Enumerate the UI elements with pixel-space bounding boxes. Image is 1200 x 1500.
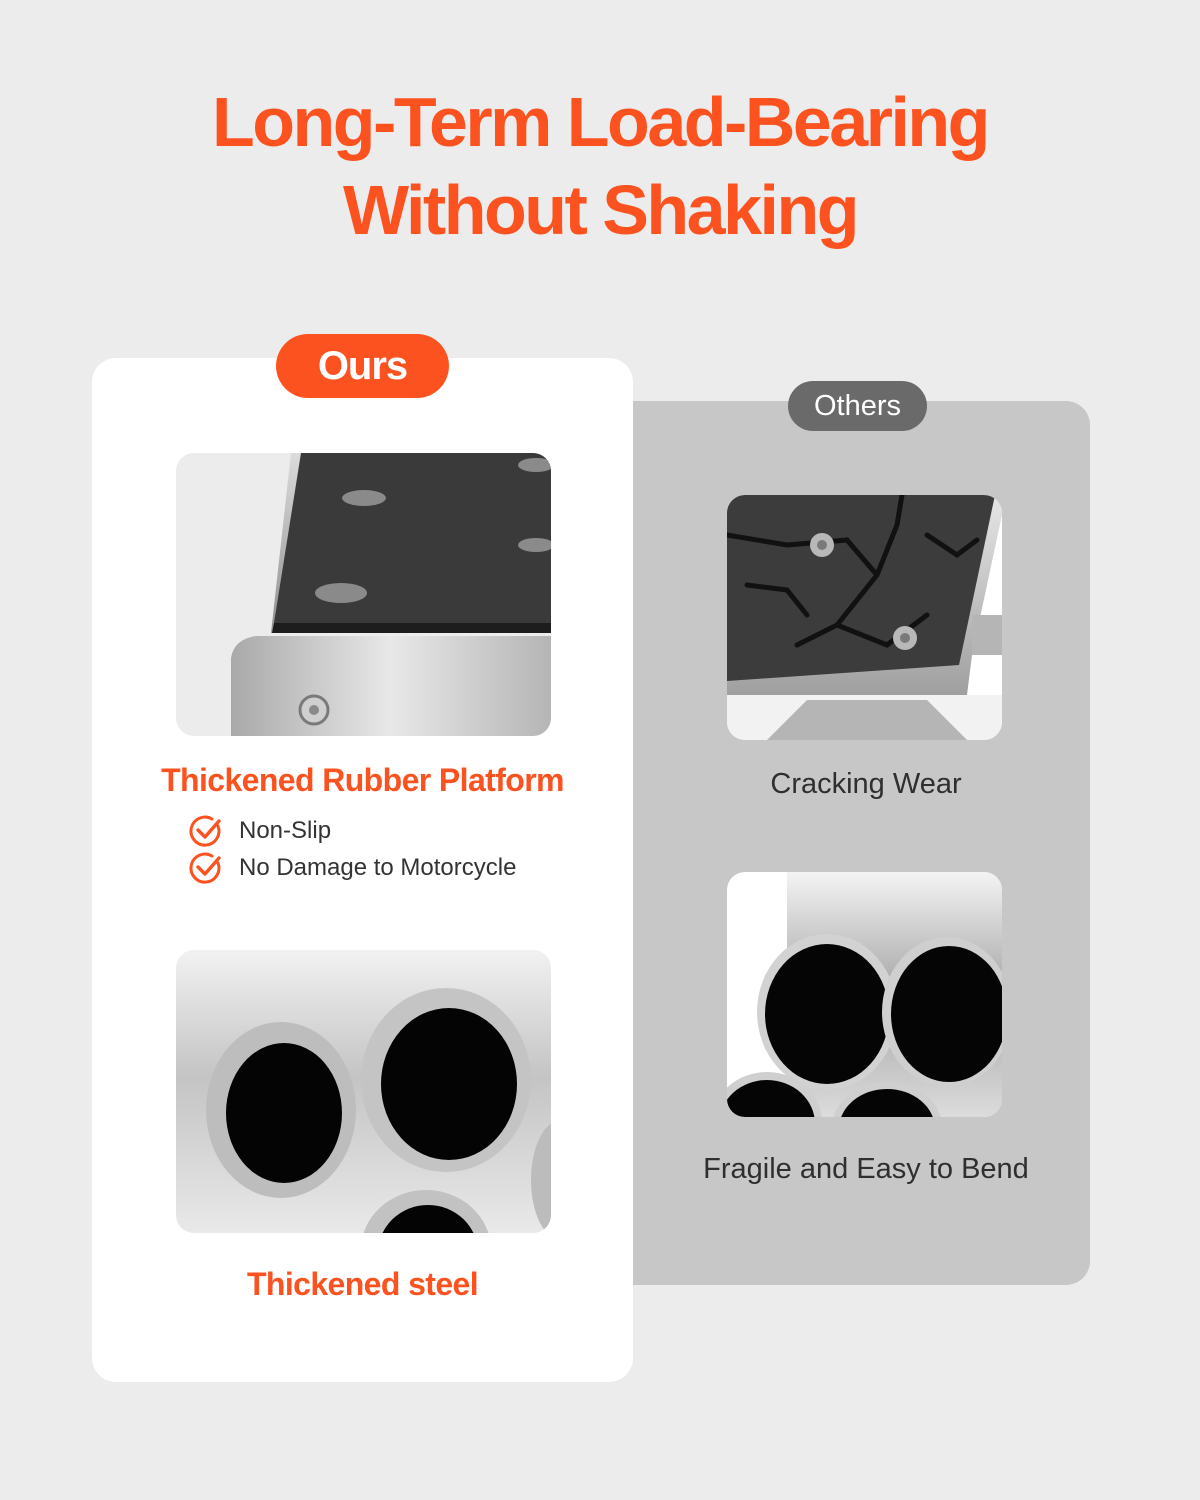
check-circle-icon: [189, 852, 221, 884]
others-badge: Others: [788, 381, 927, 431]
feature-text: Non-Slip: [239, 817, 332, 844]
others-item-label-fragile: Fragile and Easy to Bend: [703, 1153, 1029, 1185]
feature-non-slip: Non-Slip: [188, 811, 331, 851]
ours-badge: Ours: [276, 334, 449, 398]
headline: Long-Term Load-Bearing Without Shaking: [0, 78, 1200, 254]
rubber-platform-image: [176, 453, 551, 736]
feature-text: No Damage to Motorcycle: [239, 854, 517, 881]
cracked-platform-image: [727, 495, 1002, 740]
ours-item-label-rubber: Thickened Rubber Platform: [161, 762, 564, 798]
feature-no-damage: No Damage to Motorcycle: [188, 848, 516, 888]
headline-line-2: Without Shaking: [342, 171, 860, 249]
check-circle-icon: [189, 815, 221, 847]
thick-steel-image: [176, 950, 551, 1233]
others-item-label-cracking: Cracking Wear: [770, 768, 962, 800]
ours-item-label-steel: Thickened steel: [246, 1266, 479, 1302]
thin-tubes-image: [727, 872, 1002, 1117]
headline-line-1: Long-Term Load-Bearing: [212, 83, 990, 161]
